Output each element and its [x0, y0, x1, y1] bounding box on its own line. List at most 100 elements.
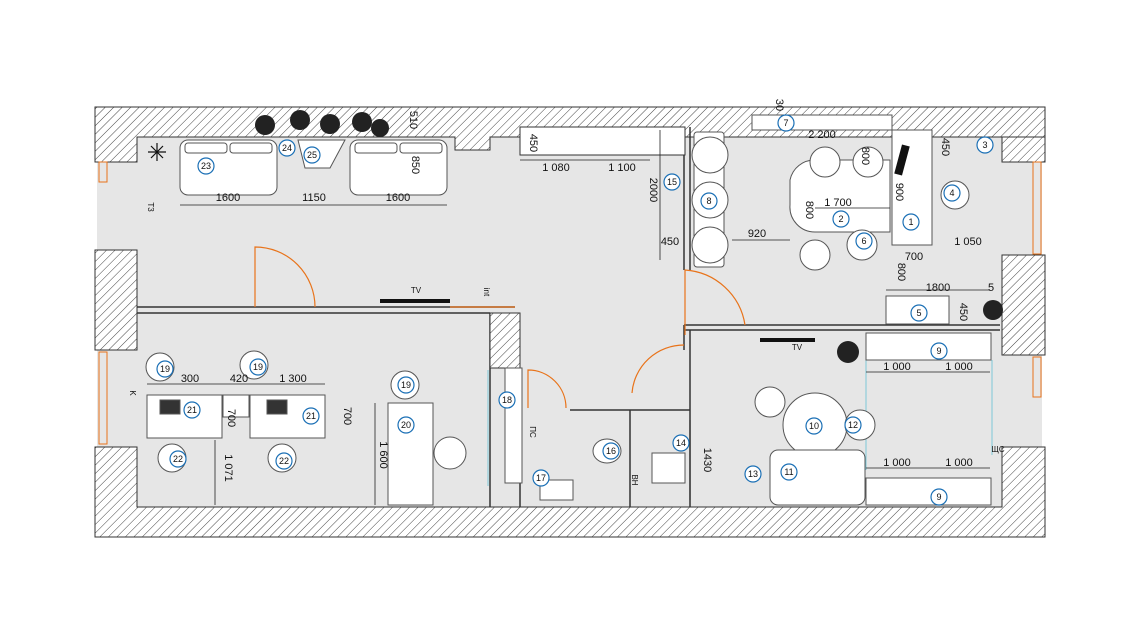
- item-marker-label: 4: [949, 188, 954, 198]
- item-marker: 3: [976, 136, 994, 154]
- dimension-label: 1150: [302, 192, 326, 204]
- dimension-label: 1 080: [542, 162, 570, 174]
- interior-walls: [137, 127, 1000, 507]
- item-marker-label: 1: [908, 217, 913, 227]
- dimension-label: 1 050: [954, 236, 982, 248]
- room-text-label: ПС: [528, 426, 537, 438]
- dimension-label: 510: [407, 111, 419, 129]
- item-marker-label: 18: [502, 395, 512, 405]
- room-text-label: TV: [792, 343, 803, 352]
- room-text-label: TV: [411, 286, 422, 295]
- top-wall-stub: [519, 126, 686, 156]
- item-marker-label: 17: [536, 473, 546, 483]
- plants-top: [255, 110, 389, 137]
- dimension-label: 800: [803, 201, 815, 219]
- dimension-lines: [147, 130, 990, 505]
- dimension-label: 1430: [701, 448, 713, 472]
- dimension-label: 1 600: [377, 441, 389, 469]
- item-marker: 5: [910, 304, 928, 322]
- room-text-label: ЩС: [991, 445, 1005, 454]
- dimension-label: 800: [859, 147, 871, 165]
- item-marker-label: 23: [201, 161, 211, 171]
- item-marker: 24: [278, 139, 296, 157]
- dimension-label: 700: [225, 409, 237, 427]
- sofa-left: [179, 139, 278, 196]
- dimension-label: 920: [748, 228, 766, 240]
- dimension-label: 1600: [386, 192, 410, 204]
- item-marker: 12: [844, 416, 862, 434]
- item-marker-label: 24: [282, 143, 292, 153]
- item-marker: 10: [805, 417, 823, 435]
- dimension-label: 450: [527, 134, 539, 152]
- item-marker: 25: [303, 146, 321, 164]
- dimension-label: 1 071: [222, 454, 234, 482]
- item-marker: 6: [855, 232, 873, 250]
- room-text-label: T3: [146, 202, 155, 212]
- dimension-label: 700: [341, 407, 353, 425]
- item-marker-label: 10: [809, 421, 819, 431]
- dimension-label: 1 000: [945, 361, 973, 373]
- item-marker-label: 21: [187, 405, 197, 415]
- item-marker: 9: [930, 342, 948, 360]
- dimension-label: 1 000: [945, 457, 973, 469]
- dimension-label: 2 200: [808, 129, 836, 141]
- item-marker: 19: [156, 360, 174, 378]
- item-marker-label: 7: [783, 118, 788, 128]
- dimension-label: 1 000: [883, 361, 911, 373]
- item-marker: 16: [602, 442, 620, 460]
- dimension-label: 800: [895, 263, 907, 281]
- item-marker: 4: [943, 184, 961, 202]
- item-marker-label: 3: [982, 140, 987, 150]
- dimension-label: 1 100: [608, 162, 636, 174]
- item-marker-label: 21: [306, 411, 316, 421]
- item-marker: 8: [700, 192, 718, 210]
- item-marker-label: 5: [916, 308, 921, 318]
- dimension-label: 1800: [926, 282, 950, 294]
- dimension-label: 300: [181, 373, 199, 385]
- dimension-label: 1600: [216, 192, 240, 204]
- item-marker-label: 15: [667, 177, 677, 187]
- item-marker: 2: [832, 210, 850, 228]
- item-marker-label: 19: [401, 380, 411, 390]
- item-marker: 19: [249, 358, 267, 376]
- sofa-right: [349, 139, 448, 196]
- dimension-label: 450: [939, 138, 951, 156]
- item-marker: 21: [302, 407, 320, 425]
- item-marker-label: 14: [676, 438, 686, 448]
- item-marker-label: 16: [606, 446, 616, 456]
- dimension-label: 450: [957, 303, 969, 321]
- item-marker-label: 2: [838, 214, 843, 224]
- dimension-label: 900: [893, 183, 905, 201]
- item-marker-label: 25: [307, 150, 317, 160]
- room-text-label: ВН: [630, 474, 639, 485]
- item-marker: 7: [777, 114, 795, 132]
- dimension-label: 1 300: [279, 373, 307, 385]
- item-marker-label: 22: [279, 456, 289, 466]
- windows: [98, 161, 1042, 445]
- lounge-furniture: [754, 332, 992, 506]
- dimension-label: 1 700: [824, 197, 852, 209]
- item-marker: 21: [183, 401, 201, 419]
- dimension-label: 2000: [647, 178, 659, 202]
- doors: [254, 246, 746, 409]
- item-marker-label: 22: [173, 454, 183, 464]
- item-marker: 20: [397, 416, 415, 434]
- dimension-label: 420: [230, 373, 248, 385]
- item-marker: 23: [197, 157, 215, 175]
- room-text-label: int: [482, 288, 491, 297]
- item-marker: 1: [902, 213, 920, 231]
- item-marker-label: 19: [253, 362, 263, 372]
- item-marker: 18: [498, 391, 516, 409]
- item-marker-label: 20: [401, 420, 411, 430]
- item-marker-label: 13: [748, 469, 758, 479]
- item-marker-label: 9: [936, 492, 941, 502]
- tv-units: [380, 144, 910, 342]
- dimension-label: 30: [773, 99, 785, 111]
- dimension-label: 450: [661, 236, 679, 248]
- item-marker: 22: [275, 452, 293, 470]
- item-marker-label: 11: [784, 467, 793, 477]
